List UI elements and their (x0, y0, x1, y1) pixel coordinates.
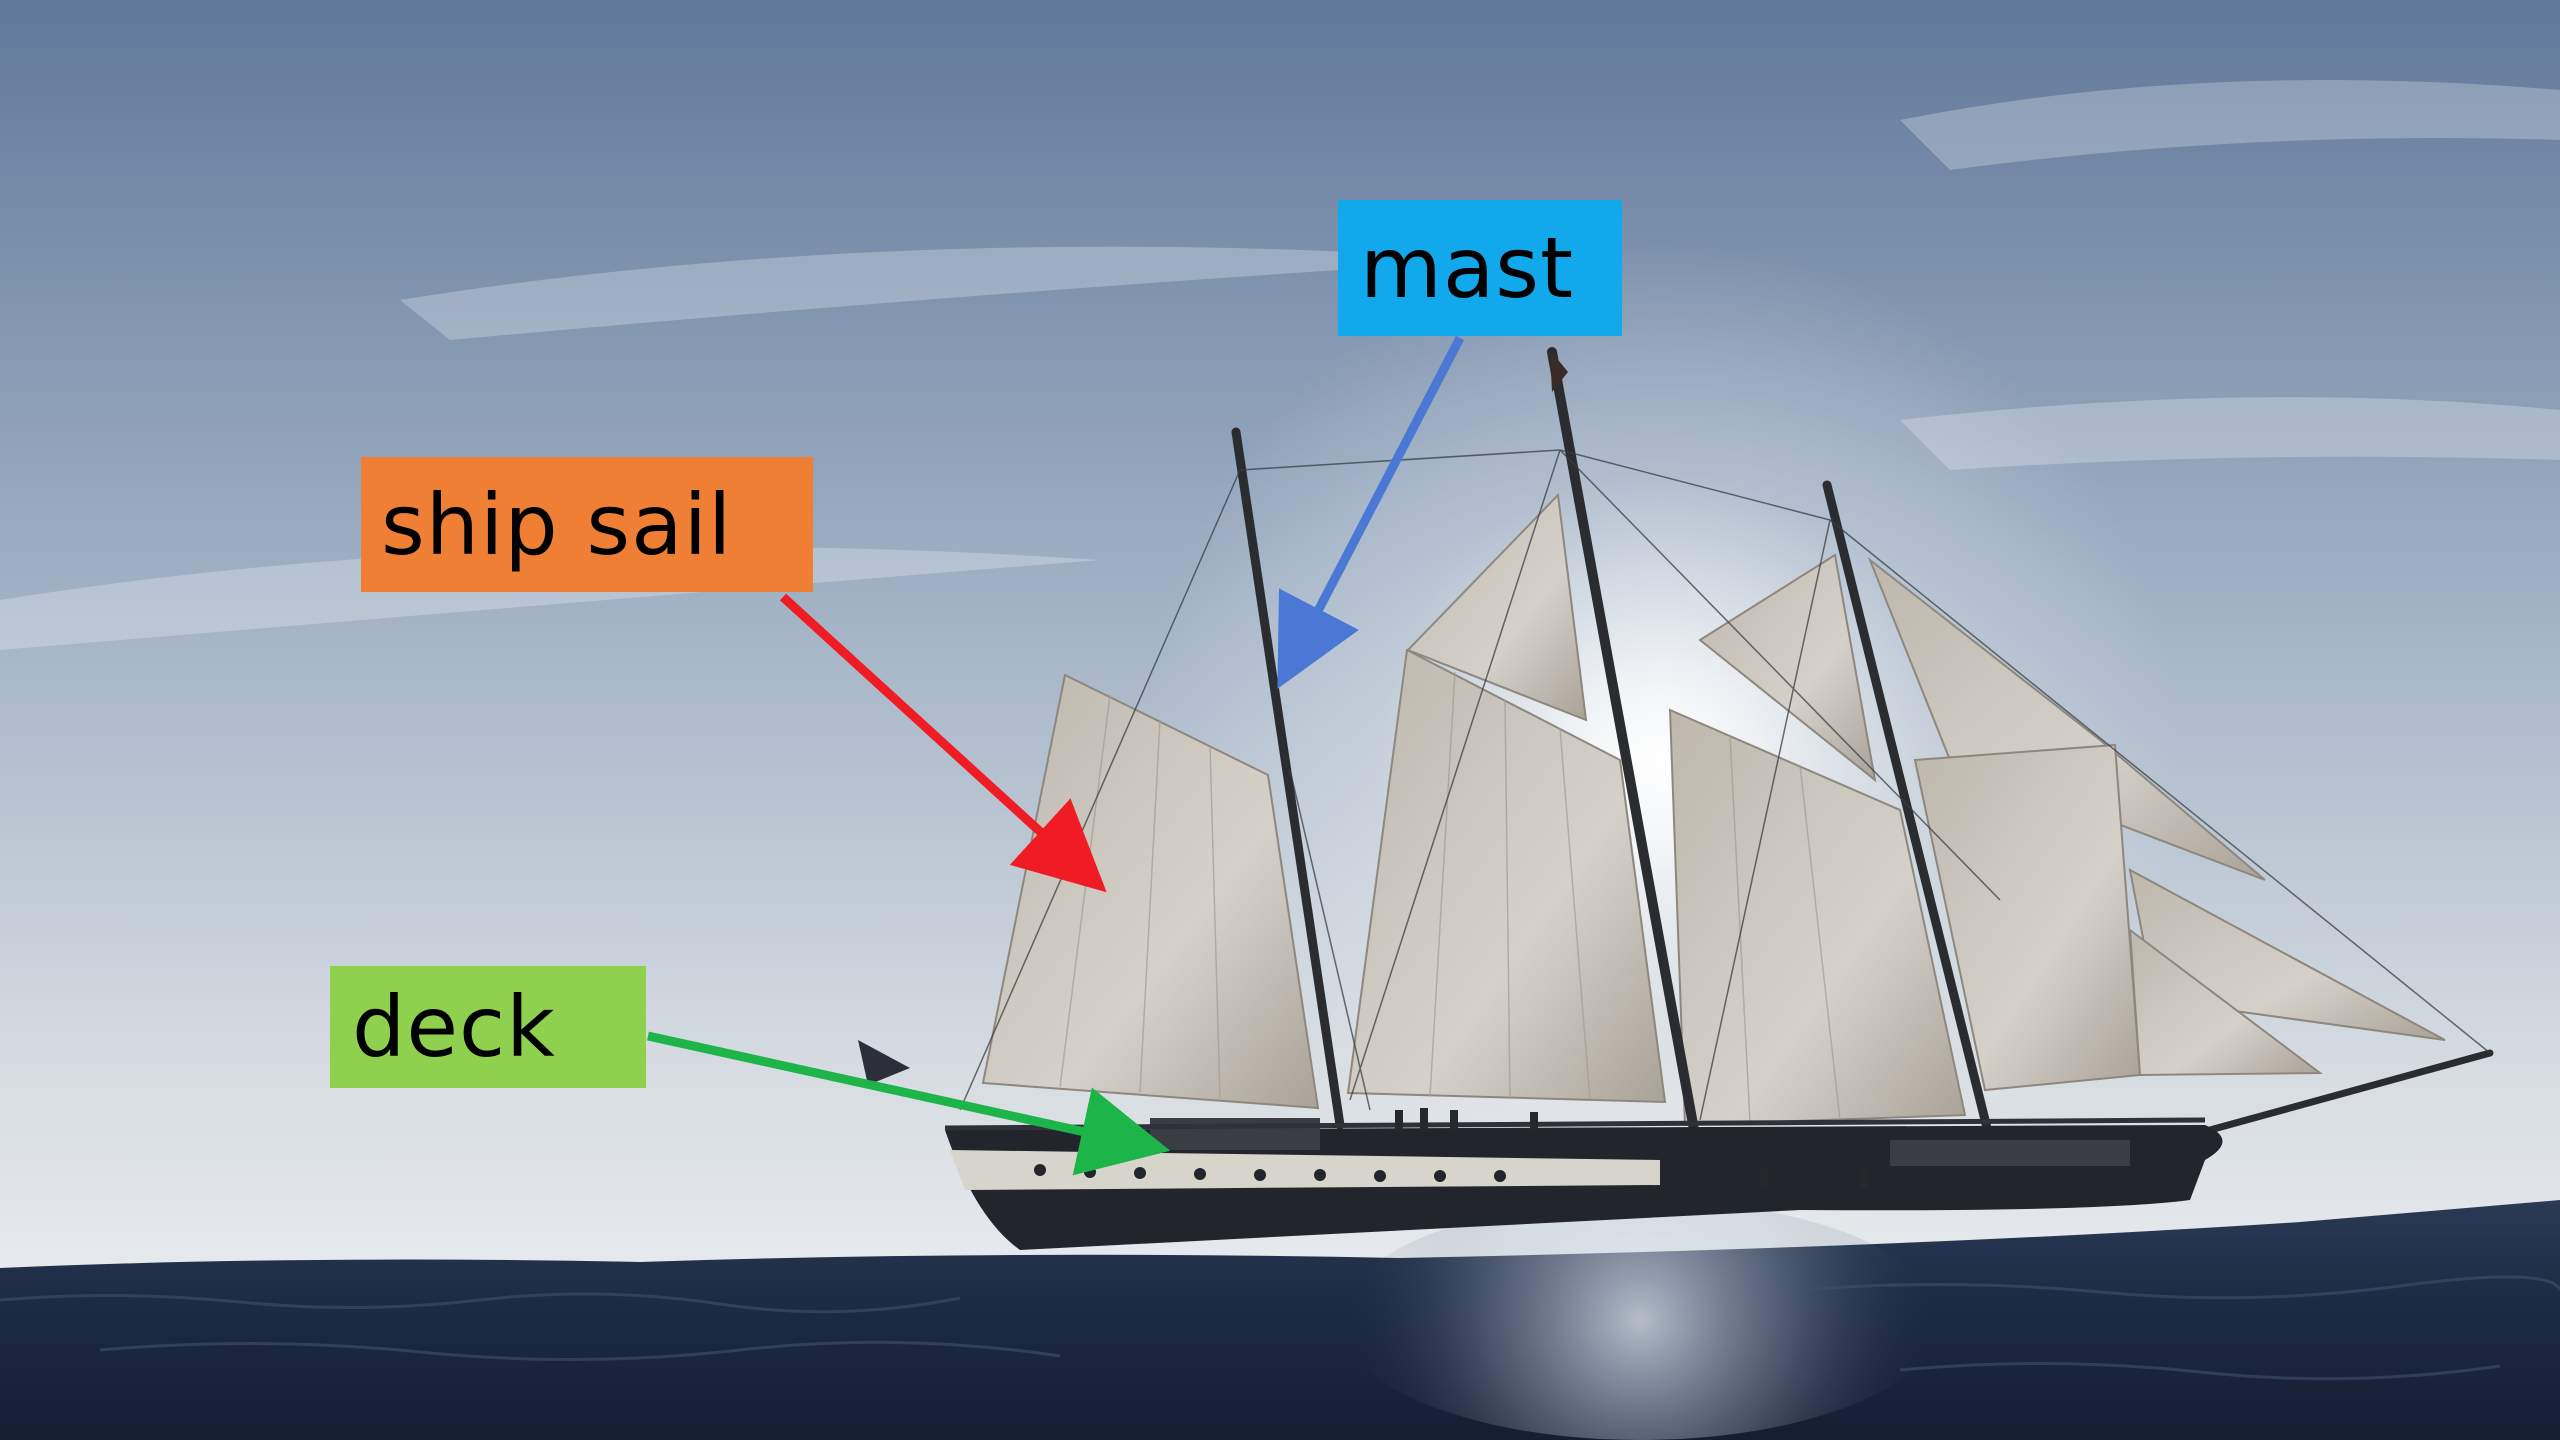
deck-arrow (647, 1031, 1171, 1176)
fore-mast (1231, 427, 1345, 1130)
jib-upper (1867, 556, 2266, 881)
mizzen-mast (1822, 480, 1995, 1145)
main-mast (1547, 347, 1710, 1195)
deck-label-text: deck (352, 978, 556, 1076)
bowsprit (2206, 1049, 2494, 1134)
ship-sail-label: ship sail (361, 457, 813, 592)
fore-topsail (1406, 492, 1588, 722)
portholes (1034, 1164, 1506, 1182)
ship-sail-arrow (779, 593, 1107, 893)
ship-sail-label-text: ship sail (381, 475, 733, 574)
jib-lower (2128, 927, 2323, 1077)
deckhouse-fore (1890, 1140, 2130, 1166)
mast-arrow (1277, 335, 1464, 689)
mast-label: mast (1338, 200, 1622, 336)
deck-label: deck (330, 966, 646, 1088)
flag-stern (858, 1040, 910, 1085)
main-topsail (1698, 553, 1877, 783)
mast-label-text: mast (1360, 219, 1574, 317)
deckhouse-aft (1150, 1118, 1320, 1150)
waves (0, 1275, 2560, 1381)
ship (858, 347, 2494, 1250)
flag-top (1550, 350, 1568, 392)
sea-reflection (1340, 1200, 1940, 1440)
crew (1395, 1108, 1868, 1188)
sea (0, 1200, 2560, 1440)
